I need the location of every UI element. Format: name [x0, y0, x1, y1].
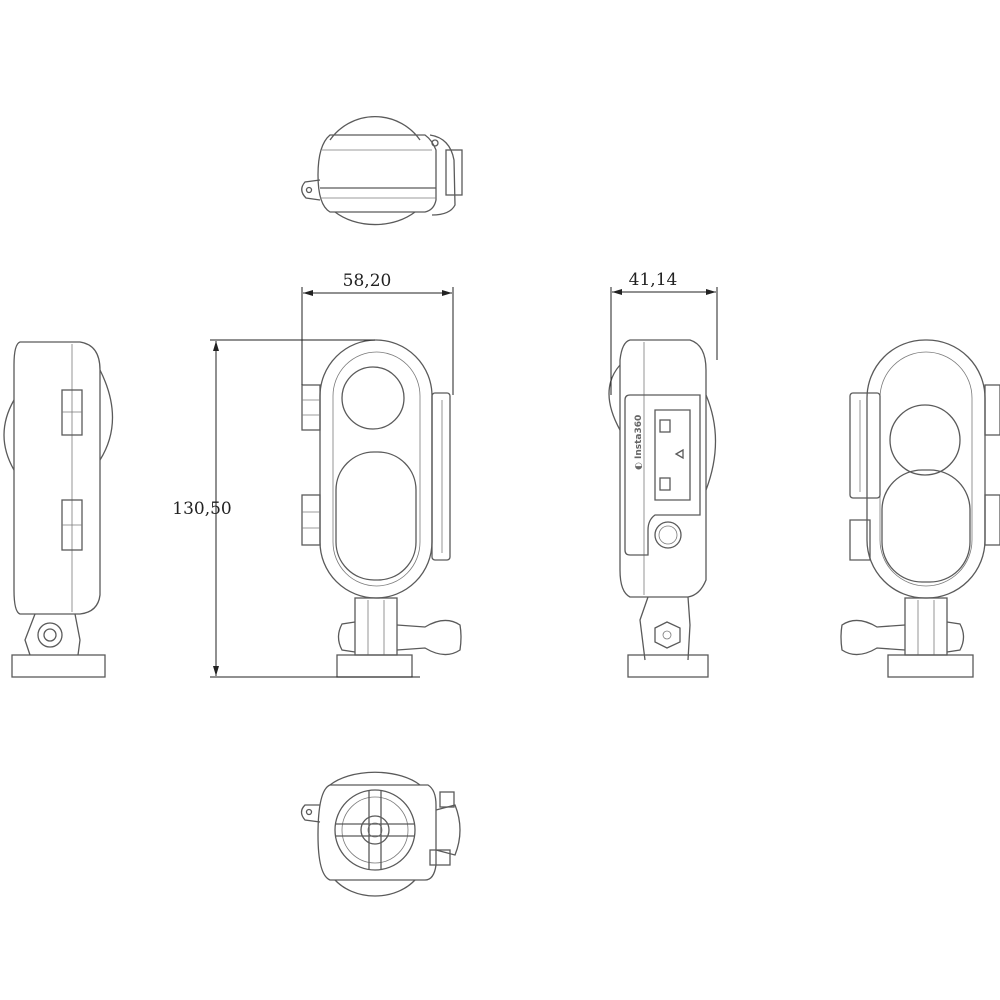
dimension-depth: 41,14 — [610, 270, 718, 395]
bottom-view — [300, 771, 461, 897]
left-side-view — [3, 341, 114, 678]
depth-label: 41,14 — [629, 270, 678, 290]
width-label: 58,20 — [343, 271, 392, 291]
dimension-height: 130,50 — [172, 339, 420, 678]
right-side-view: ◐ Insta360 — [608, 339, 717, 678]
front-view — [301, 339, 462, 678]
top-view — [301, 115, 463, 226]
height-label: 130,50 — [172, 499, 231, 519]
insta360-logo: ◐ Insta360 — [634, 415, 644, 470]
dimension-width: 58,20 — [301, 271, 454, 395]
rear-view — [840, 339, 1000, 678]
